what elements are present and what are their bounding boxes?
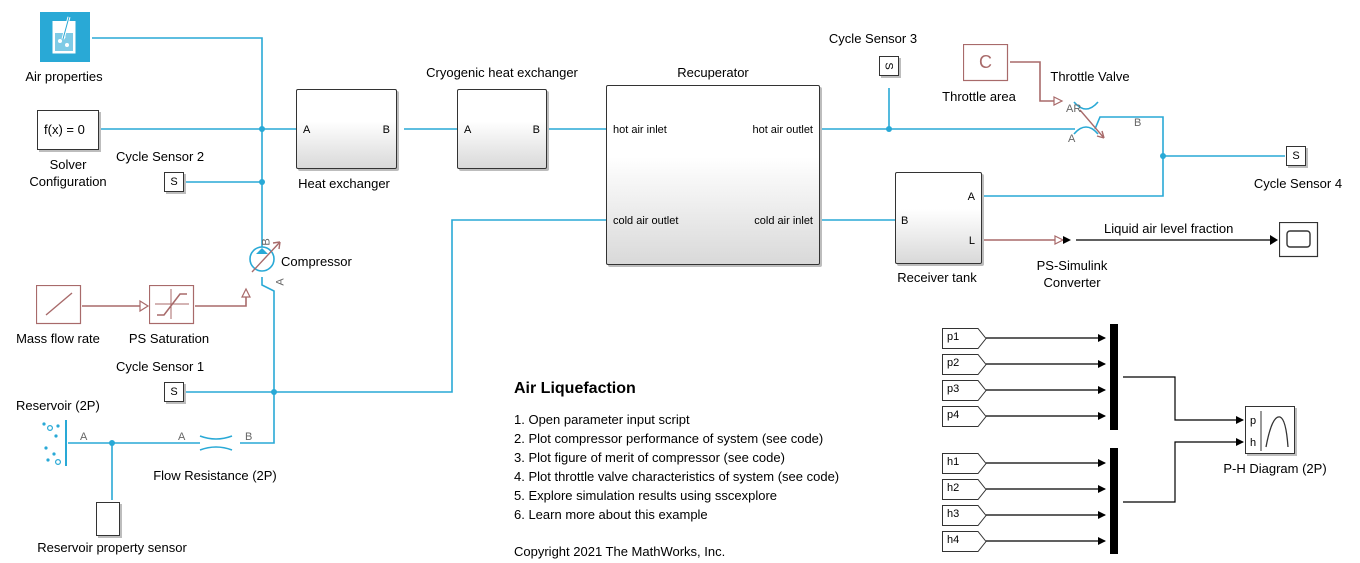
cycle-sensor-1-block[interactable]: S [164,382,184,402]
port-a: A [967,191,975,203]
throttle-port-a: A [1068,133,1076,145]
sensor-glyph: S [883,62,895,70]
scope-block[interactable] [1278,221,1321,260]
air-properties-label: Air properties [25,69,103,84]
link-plot-throttle-valve[interactable]: 4. Plot throttle valve characteristics o… [514,469,840,484]
liquid-air-level-label: Liquid air level fraction [1104,221,1234,236]
from-tag-p1[interactable]: p1 [942,328,987,349]
port-cold-air-outlet: cold air outlet [613,215,679,227]
reservoir-block[interactable] [36,418,70,470]
solver-configuration-block[interactable]: f(x) = 0 [37,110,99,150]
mass-flow-rate-label: Mass flow rate [16,331,100,346]
port-a: A [464,124,472,136]
receiver-tank-label: Receiver tank [897,270,977,285]
from-tag-p4[interactable]: p4 [942,406,987,427]
from-tag-h3[interactable]: h3 [942,505,987,526]
cycle-sensor-3-label: Cycle Sensor 3 [828,31,918,46]
port-b: B [532,124,540,136]
port-hot-air-outlet: hot air outlet [752,124,813,136]
link-open-parameter-script[interactable]: 1. Open parameter input script [514,412,690,427]
link-plot-figure-of-merit[interactable]: 3. Plot figure of merit of compressor (s… [514,450,785,465]
ph-curve-icon [1260,411,1289,451]
from-tag-h4[interactable]: h4 [942,531,987,552]
ph-port-h: h [1250,437,1257,449]
port-l: L [968,235,975,247]
tag-label: h1 [947,456,960,468]
copyright-text: Copyright 2021 The MathWorks, Inc. [514,544,726,559]
air-properties-icon[interactable] [39,11,91,63]
ps-saturation-label: PS Saturation [128,331,210,346]
reservoir-property-sensor-block[interactable] [96,502,120,536]
throttle-port-b: B [1134,117,1142,129]
link-learn-more[interactable]: 6. Learn more about this example [514,507,708,522]
from-tag-p2[interactable]: p2 [942,354,987,375]
ps-simulink-label-line1: PS-Simulink [1036,258,1108,273]
constant-glyph: C [979,52,992,72]
tag-label: h4 [947,534,960,546]
ps-saturation-block[interactable] [148,284,197,327]
mass-flow-rate-ramp-block[interactable] [35,284,84,327]
heat-exchanger-label: Heat exchanger [298,176,390,191]
solver-label-line2: Configuration [29,174,107,189]
compressor-label: Compressor [281,254,352,269]
reservoir-port-a: A [80,431,88,443]
throttle-area-label: Throttle area [942,89,1016,104]
recuperator-block[interactable]: hot air inlet hot air outlet cold air ou… [606,85,820,265]
cryogenic-hx-label: Cryogenic heat exchanger [426,65,578,80]
flow-resistance-block[interactable] [196,428,240,458]
annotation-title: Air Liquefaction [514,380,636,397]
tag-label: p1 [947,331,960,343]
solver-label-line1: Solver [49,157,87,172]
ph-diagram-label: P-H Diagram (2P) [1223,461,1327,476]
port-a: A [303,124,311,136]
cycle-sensor-2-label: Cycle Sensor 2 [116,149,205,164]
cryogenic-heat-exchanger-block[interactable]: A B [457,89,547,169]
throttle-valve-label: Throttle Valve [1050,69,1130,84]
receiver-tank-block[interactable]: A B L [895,172,982,264]
tag-label: p2 [947,357,960,369]
flow-resistance-port-b: B [245,431,253,443]
cycle-sensor-4-block[interactable]: S [1286,146,1306,166]
ps-simulink-label-line2: Converter [1043,275,1101,290]
cycle-sensor-1-label: Cycle Sensor 1 [116,359,205,374]
compressor-port-b: B [260,238,273,246]
cycle-sensor-4-label: Cycle Sensor 4 [1253,176,1343,191]
compressor-port-a: A [274,278,287,286]
link-explore-sscexplore[interactable]: 5. Explore simulation results using ssce… [514,488,778,503]
cycle-sensor-2-block[interactable]: S [164,172,184,192]
compressor-block[interactable] [240,232,288,292]
tag-label: h3 [947,508,960,520]
link-plot-compressor-performance[interactable]: 2. Plot compressor performance of system… [514,431,824,446]
port-cold-air-inlet: cold air inlet [754,215,813,227]
ph-port-p: p [1250,415,1257,427]
reservoir-sensor-label: Reservoir property sensor [37,540,187,555]
flow-resistance-port-a: A [178,431,186,443]
throttle-valve-block[interactable] [1064,98,1124,146]
port-b: B [382,124,390,136]
solver-equation: f(x) = 0 [44,122,85,137]
from-tag-h1[interactable]: h1 [942,453,987,474]
cycle-sensor-3-block[interactable]: S [879,56,899,76]
flow-resistance-label: Flow Resistance (2P) [153,468,277,483]
throttle-area-block[interactable]: C [962,43,1009,82]
tag-label: p3 [947,383,960,395]
ph-diagram-block[interactable]: p h [1245,406,1295,454]
recuperator-label: Recuperator [677,65,749,80]
tag-label: h2 [947,482,960,494]
throttle-port-ar: AR [1066,103,1082,115]
heat-exchanger-block[interactable]: A B [296,89,397,169]
port-hot-air-inlet: hot air inlet [613,124,667,136]
port-b: B [901,215,909,227]
tag-label: p4 [947,409,960,421]
from-tag-h2[interactable]: h2 [942,479,987,500]
from-tag-p3[interactable]: p3 [942,380,987,401]
reservoir-label: Reservoir (2P) [16,398,100,413]
